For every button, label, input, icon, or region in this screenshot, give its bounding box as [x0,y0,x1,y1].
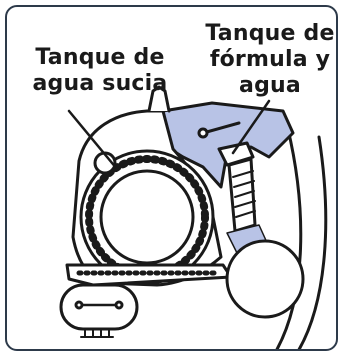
brush-core [99,169,195,265]
label-dirty-water-tank-line-2: agua sucia [32,71,168,96]
pointer-formula-water-tank [231,99,271,155]
carpet-cleaner-illustration [59,85,328,349]
foot-pad-pin-right [114,300,124,310]
machine-housing-outline [275,123,328,349]
label-formula-water-tank-line-2: fórmula y [209,47,331,72]
label-formula-water-tank: Tanque de fórmula y agua [203,21,336,99]
dirty-tank-handle [147,85,171,113]
label-formula-water-tank-line-3: agua [239,73,301,98]
label-dirty-water-tank: Tanque de agua sucia [25,45,175,97]
rear-wheel [225,239,305,319]
foot-pad-pin-left [74,300,84,310]
label-formula-water-tank-line-1: Tanque de [205,21,335,46]
foot-pad-comb [80,328,114,338]
foot-pad [59,283,139,331]
pointer-dirty-water-tank [67,109,119,171]
tank-handle-line [201,121,241,135]
label-dirty-water-tank-line-1: Tanque de [35,45,165,70]
pipe-ribs [232,170,256,218]
tank-handle-knob [197,127,209,139]
diagram-frame: Tanque de agua sucia Tanque de fórmula y… [5,5,338,351]
